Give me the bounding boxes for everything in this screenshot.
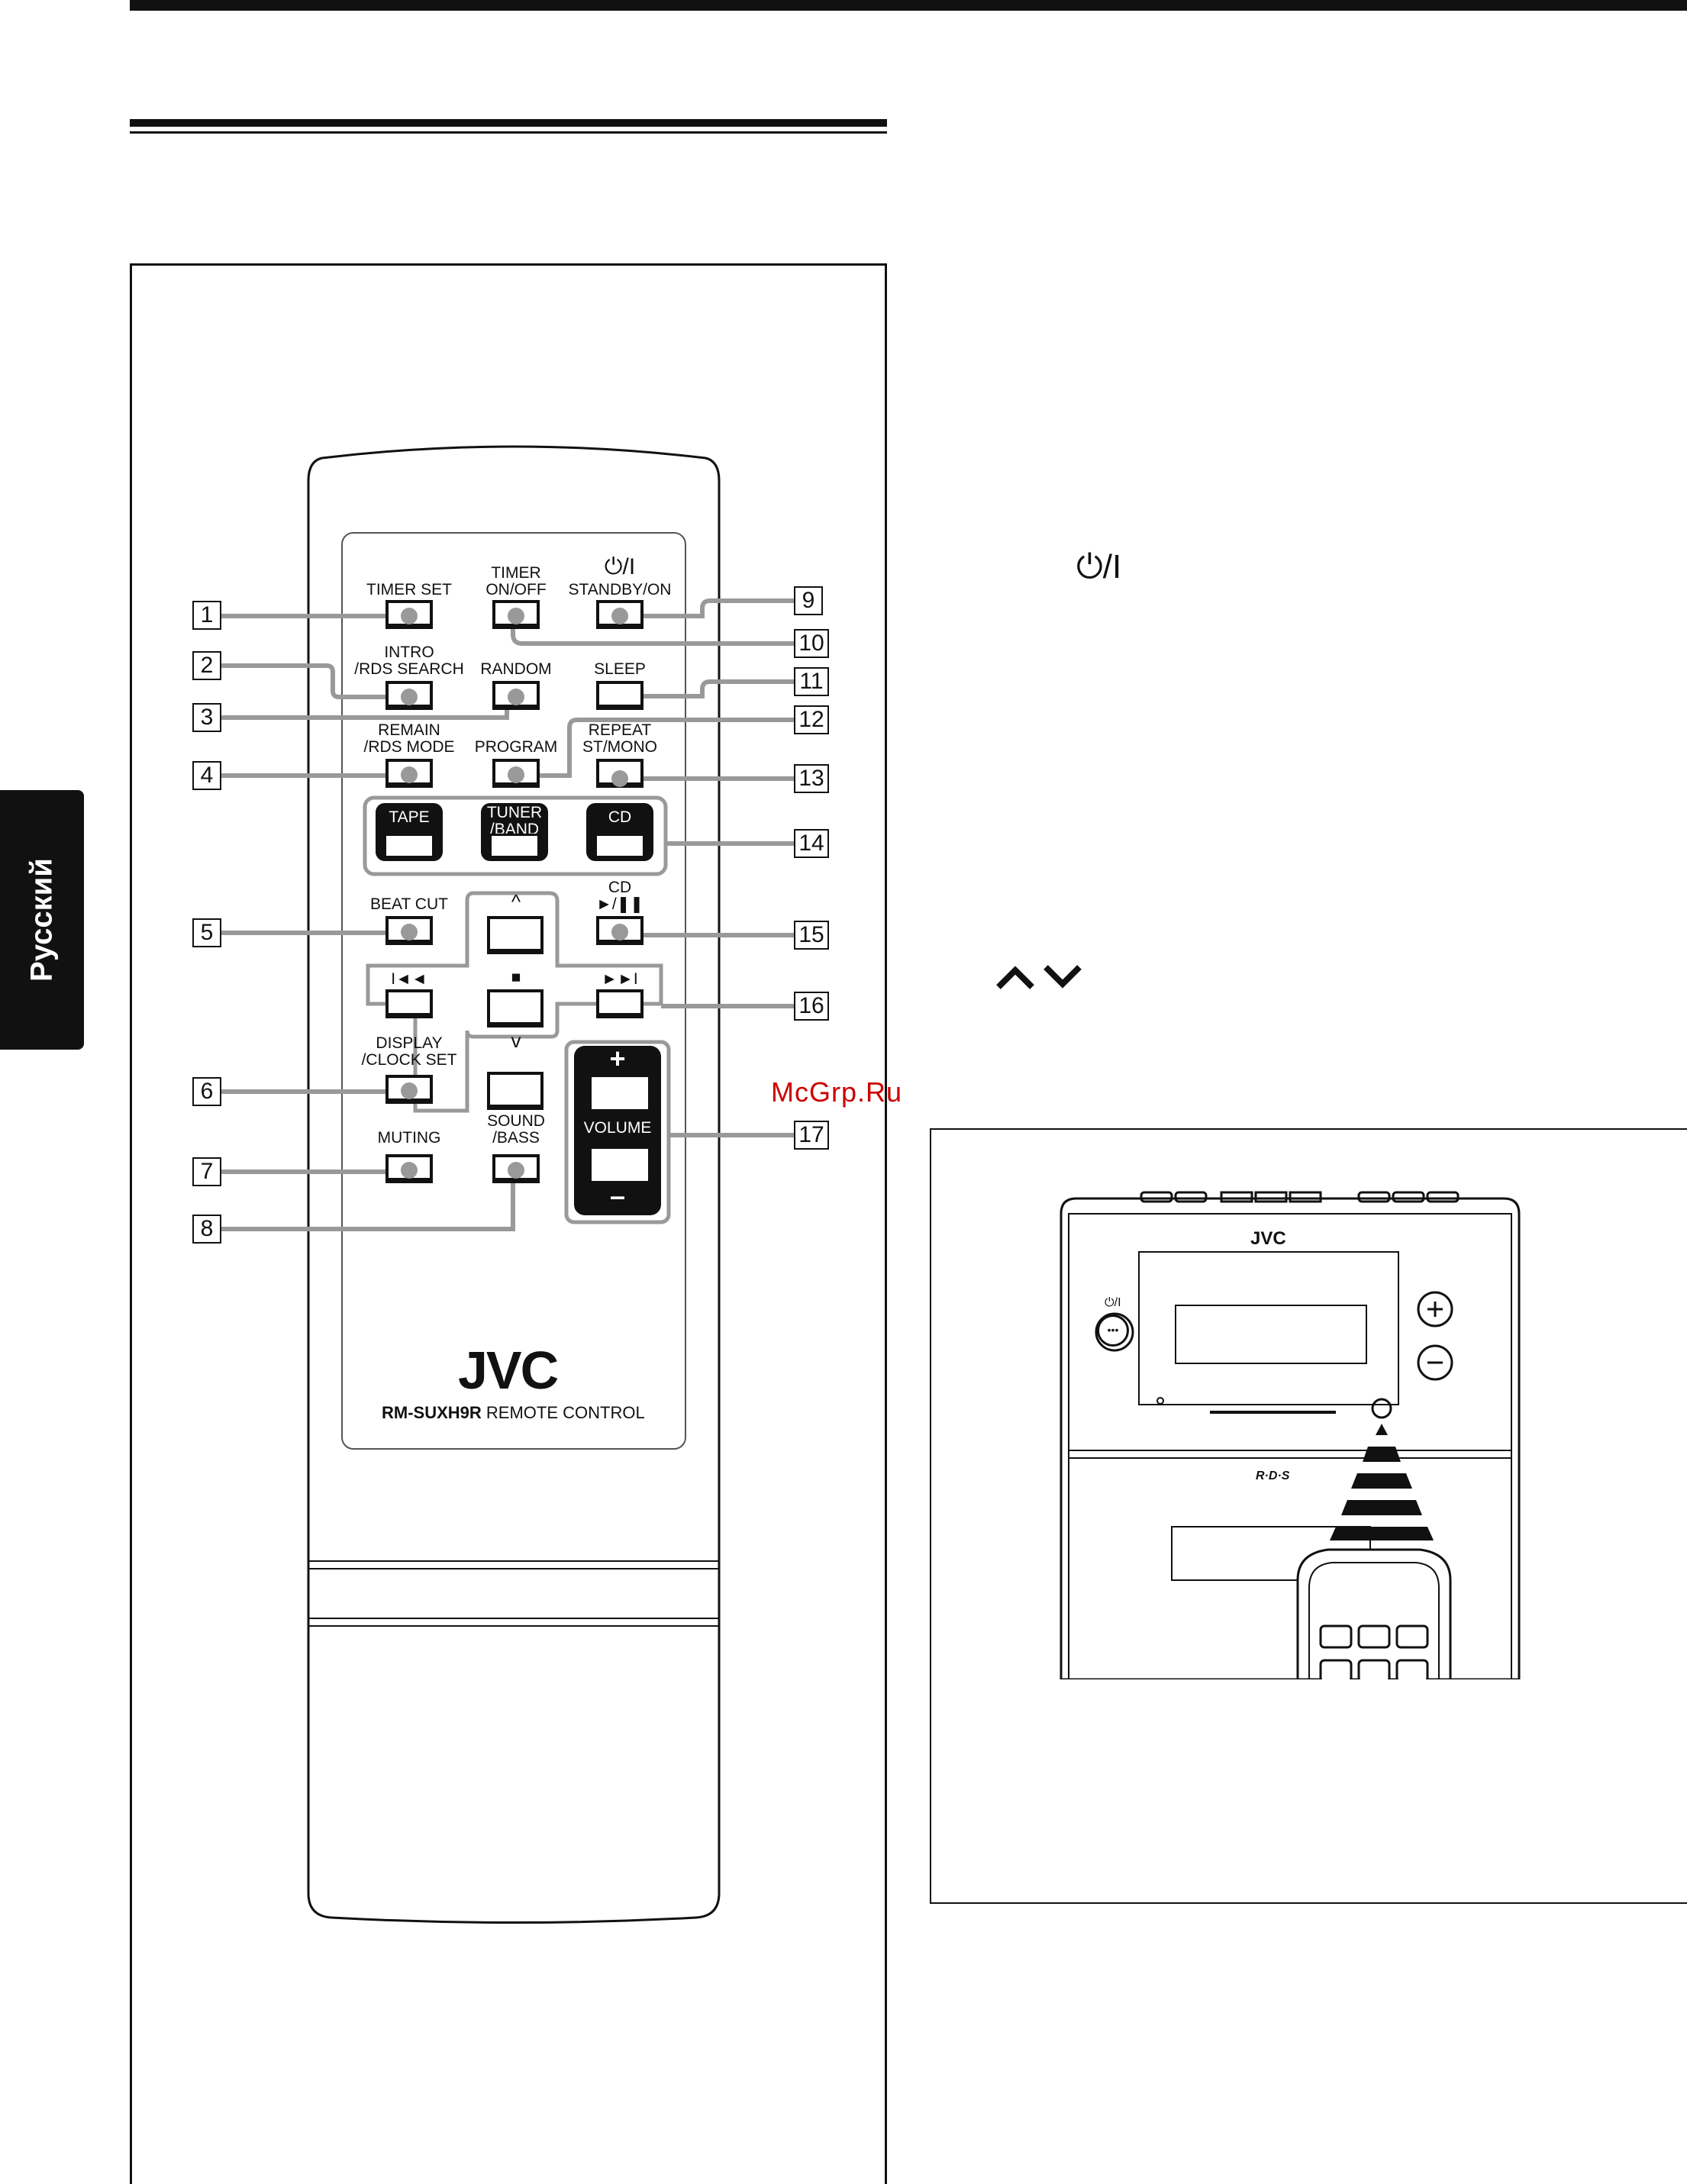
sound-label-2: /BASS — [492, 1129, 540, 1147]
remote-model-number: RM-SUXH9R — [382, 1403, 482, 1422]
callout-14: 14 — [794, 829, 829, 858]
callout-7: 7 — [192, 1157, 221, 1186]
timer-onoff-label-1: TIMER — [491, 564, 541, 582]
device-brand-logo: JVC — [1250, 1228, 1286, 1249]
repeat-label-2: ST/MONO — [582, 738, 657, 756]
device-power-label: ⏻/I — [1105, 1296, 1121, 1309]
remote-model-suffix: REMOTE CONTROL — [485, 1403, 645, 1422]
sound-callout-dot — [508, 1162, 524, 1179]
callout-6: 6 — [192, 1077, 221, 1106]
cd-key — [595, 834, 645, 858]
remote-brand-logo: JVC — [458, 1340, 559, 1400]
timer-set-label: TIMER SET — [366, 581, 453, 598]
prev-button[interactable] — [385, 989, 433, 1018]
down-button[interactable] — [487, 1072, 544, 1110]
tuner-label-1: TUNER — [486, 804, 543, 821]
callout-9: 9 — [794, 586, 823, 615]
rds-logo: R·D·S — [1256, 1469, 1290, 1482]
volume-block: + VOLUME – — [574, 1043, 661, 1215]
section-rule-thin — [130, 131, 887, 134]
callout-3: 3 — [192, 703, 221, 732]
language-tab: Русский — [0, 790, 84, 1050]
standby-label: STANDBY/ON — [568, 581, 672, 598]
sleep-label: SLEEP — [594, 660, 646, 678]
callout-12: 12 — [794, 705, 829, 734]
intro-callout-dot — [401, 689, 418, 705]
timer-onoff-callout-dot — [508, 608, 524, 624]
section-rule — [130, 119, 887, 127]
remote-illustration-panel — [130, 263, 887, 2184]
callout-2: 2 — [192, 651, 221, 680]
down-arrow-label: v — [511, 1029, 521, 1052]
up-button[interactable] — [487, 916, 544, 954]
volume-label: VOLUME — [583, 1119, 652, 1137]
tape-label: TAPE — [389, 808, 430, 826]
remain-label-2: /RDS MODE — [363, 738, 455, 756]
program-label: PROGRAM — [474, 738, 558, 756]
standby-symbol: ⏻/I — [604, 554, 636, 579]
callout-11: 11 — [794, 667, 829, 696]
up-arrow-label: ^ — [511, 890, 521, 913]
random-label: RANDOM — [480, 660, 552, 678]
cd-label: CD — [608, 808, 632, 826]
remain-label-1: REMAIN — [378, 721, 440, 739]
callout-4: 4 — [192, 761, 221, 790]
next-button[interactable] — [596, 989, 644, 1018]
volume-down-button[interactable] — [589, 1147, 650, 1183]
sleep-button[interactable] — [596, 681, 644, 710]
stop-label: ■ — [511, 969, 521, 986]
tape-button[interactable]: TAPE — [376, 803, 443, 861]
power-symbol-text: ⏻/I — [1076, 548, 1122, 586]
tuner-band-button[interactable]: TUNER/BAND — [481, 803, 548, 861]
cd-play-label-2: ►/❚❚ — [596, 895, 644, 913]
muting-label: MUTING — [377, 1129, 441, 1147]
standby-callout-dot — [611, 608, 628, 624]
cd-play-callout-dot — [611, 924, 628, 940]
display-callout-dot — [401, 1082, 418, 1099]
timer-onoff-button[interactable] — [492, 600, 540, 629]
volume-plus-label: + — [609, 1043, 626, 1074]
stop-button[interactable] — [487, 989, 544, 1027]
timer-onoff-label-2: ON/OFF — [485, 581, 547, 598]
remote-model-label: RM-SUXH9R REMOTE CONTROL — [382, 1403, 645, 1423]
sound-label-1: SOUND — [487, 1112, 545, 1130]
volume-up-button[interactable] — [589, 1075, 650, 1111]
beat-cut-label: BEAT CUT — [370, 895, 448, 913]
display-label-2: /CLOCK SET — [361, 1051, 457, 1069]
top-border — [130, 0, 1687, 11]
callout-17: 17 — [794, 1121, 829, 1150]
intro-label-1: INTRO — [384, 644, 434, 661]
callout-1: 1 — [192, 601, 221, 630]
beat-cut-callout-dot — [401, 924, 418, 940]
prev-label: I◄◄ — [391, 970, 427, 988]
repeat-label-1: REPEAT — [588, 721, 652, 739]
callout-16: 16 — [794, 992, 829, 1021]
callout-13: 13 — [794, 764, 829, 793]
display-label-1: DISPLAY — [376, 1034, 443, 1052]
device-power-button[interactable]: ••• — [1097, 1315, 1129, 1347]
callout-5: 5 — [192, 918, 221, 947]
callout-10: 10 — [794, 629, 829, 658]
intro-label-2: /RDS SEARCH — [354, 660, 464, 678]
remain-callout-dot — [401, 766, 418, 783]
timer-set-callout-dot — [401, 608, 418, 624]
watermark-text: McGrp.Ru — [771, 1076, 903, 1108]
program-callout-dot — [508, 766, 524, 783]
tuner-key — [489, 834, 540, 858]
cd-button[interactable]: CD — [586, 803, 653, 861]
up-down-arrows-icon — [996, 965, 1082, 989]
muting-callout-dot — [401, 1162, 418, 1179]
cd-play-label-1: CD — [608, 879, 632, 896]
next-label: ►►I — [602, 970, 638, 988]
repeat-callout-dot — [611, 770, 628, 787]
stereo-unit-illustration — [1060, 1191, 1521, 1679]
callout-15: 15 — [794, 921, 829, 950]
random-callout-dot — [508, 689, 524, 705]
tape-key — [384, 834, 434, 858]
callout-8: 8 — [192, 1215, 221, 1244]
remote-usage-illustration-box — [930, 1128, 1687, 1904]
volume-minus-label: – — [609, 1180, 626, 1211]
